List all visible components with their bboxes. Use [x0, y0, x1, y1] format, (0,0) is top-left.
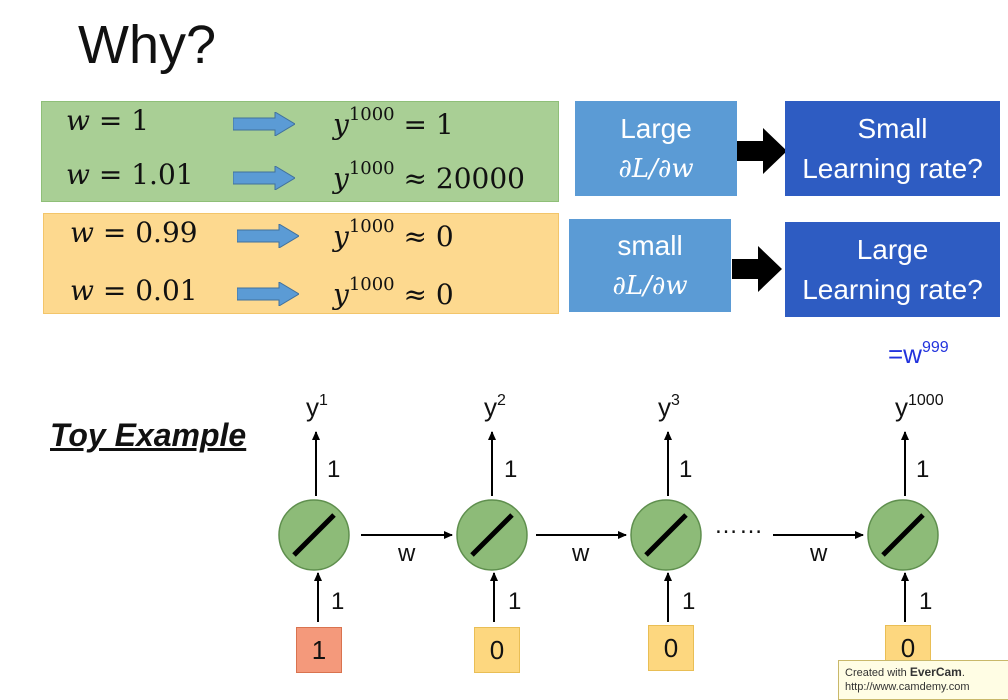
right-arrow-icon: [233, 166, 295, 190]
result-line-2: Learning rate?: [802, 152, 983, 184]
output-weight-1000: 1: [916, 456, 930, 483]
large-gradient-box: Large ∂L/∂w: [575, 101, 737, 196]
output-label-1000: y1000: [895, 392, 944, 422]
neuron-3: [630, 499, 702, 571]
vanishing-cases-box: [43, 213, 559, 314]
right-arrow-icon: [237, 224, 299, 248]
neuron-1000: [867, 499, 939, 571]
input-box-2: 0: [474, 627, 520, 673]
w-power-annotation: =w999: [888, 339, 949, 369]
black-arrow-icon: [732, 246, 782, 292]
small-gradient-box: small ∂L/∂w: [569, 219, 731, 312]
growth-cases-box: [41, 101, 559, 202]
input-box-1: 1: [296, 627, 342, 673]
page-title: Why?: [78, 15, 217, 75]
input-box-3: 0: [648, 625, 694, 671]
gradient-size-label: small: [617, 229, 683, 261]
output-weight-2: 1: [504, 456, 518, 483]
output-label-2: y2: [484, 392, 506, 422]
input-weight-3: 1: [682, 588, 696, 615]
right-arrow-icon: [233, 112, 295, 136]
recurrent-weight-2: w: [572, 540, 590, 567]
w-equation-3: w = 0.99: [70, 216, 198, 249]
w-equation-1: w = 1: [66, 104, 150, 137]
recurrent-weight-1000: w: [810, 540, 828, 567]
small-learning-rate-box: Small Learning rate?: [785, 101, 1000, 196]
right-arrow-icon: [237, 282, 299, 306]
y-equation-1: y1000 = 1: [333, 104, 454, 141]
recurrent-weight-1: w: [398, 540, 416, 567]
output-label-3: y3: [658, 392, 680, 422]
input-weight-2: 1: [508, 588, 522, 615]
result-line-1: Small: [857, 112, 928, 144]
large-learning-rate-box: Large Learning rate?: [785, 222, 1000, 317]
black-arrow-icon: [737, 128, 787, 174]
gradient-size-label: Large: [620, 112, 692, 144]
y-equation-4: y1000 ≈ 0: [333, 274, 454, 311]
gradient-expression: ∂L/∂w: [612, 270, 688, 301]
w-equation-4: w = 0.01: [70, 274, 198, 307]
output-weight-1: 1: [327, 456, 341, 483]
evercam-watermark: Created with EverCam. http://www.camdemy…: [838, 660, 1008, 700]
result-line-1: Large: [856, 233, 929, 265]
y-equation-2: y1000 ≈ 20000: [333, 158, 525, 195]
result-line-2: Learning rate?: [802, 273, 983, 305]
toy-example-label: Toy Example: [50, 417, 247, 453]
gradient-expression: ∂L/∂w: [618, 153, 694, 184]
output-weight-3: 1: [679, 456, 693, 483]
input-weight-1: 1: [331, 588, 345, 615]
output-label-1: y1: [306, 392, 328, 422]
y-equation-3: y1000 ≈ 0: [333, 216, 454, 253]
neuron-2: [456, 499, 528, 571]
ellipsis: ……: [714, 512, 764, 539]
neuron-1: [278, 499, 350, 571]
w-equation-2: w = 1.01: [66, 158, 194, 191]
input-weight-1000: 1: [919, 588, 933, 615]
